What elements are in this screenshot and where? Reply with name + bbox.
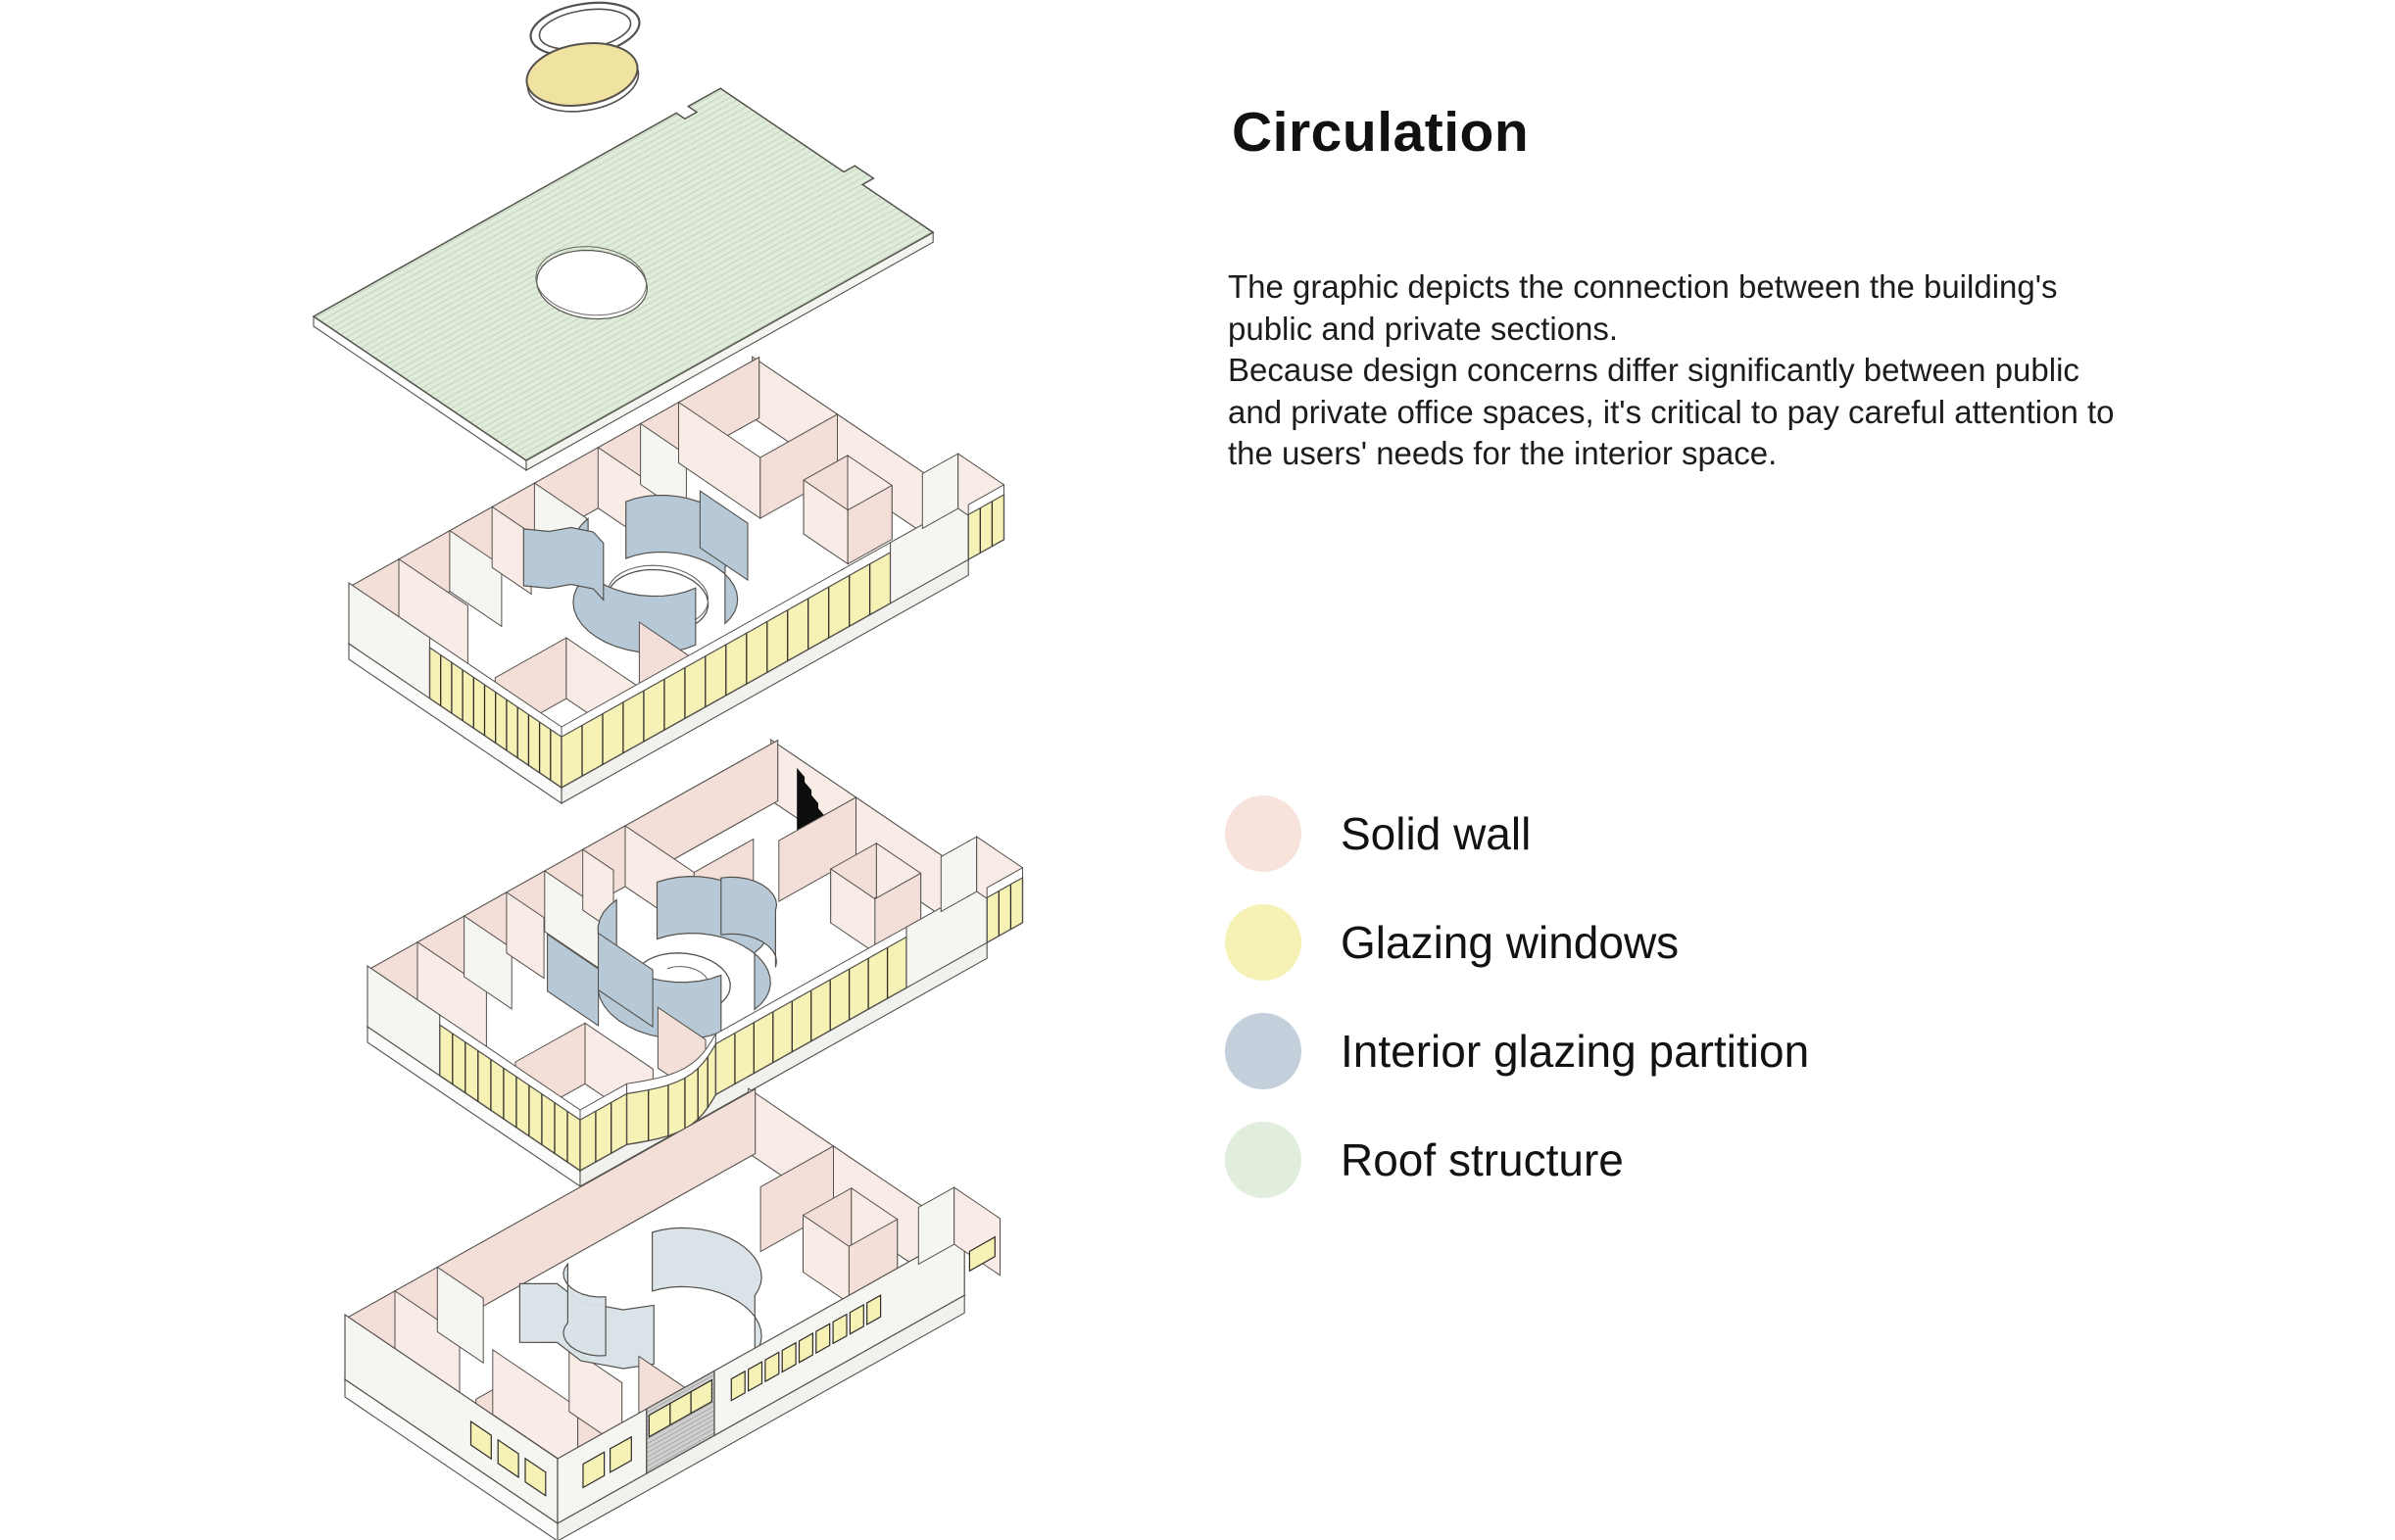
legend-swatch-glazing-windows [1225, 904, 1301, 981]
skylight-layer [525, 1, 641, 113]
legend-label-solid-wall: Solid wall [1341, 808, 1532, 859]
legend-item-interior-glazing-partition: Interior glazing partition [1225, 1013, 1809, 1089]
legend-label-roof-structure: Roof structure [1341, 1134, 1624, 1185]
roof-layer [312, 87, 935, 472]
description-line: and private office spaces, it's critical… [1228, 393, 2115, 430]
first-floor-layer [366, 739, 1024, 1188]
description-line: the users' needs for the interior space. [1228, 435, 1778, 471]
legend-item-glazing-windows: Glazing windows [1225, 904, 1679, 981]
description-line: Because design concerns differ significa… [1228, 352, 2079, 388]
legend-item-solid-wall: Solid wall [1225, 795, 1531, 872]
legend-item-roof-structure: Roof structure [1225, 1122, 1624, 1198]
legend-swatch-solid-wall [1225, 795, 1301, 872]
legend-label-interior-glazing-partition: Interior glazing partition [1341, 1026, 1810, 1077]
second-floor-layer [347, 356, 1005, 805]
page-title: Circulation [1232, 101, 1530, 164]
description-text: The graphic depicts the connection betwe… [1228, 266, 2286, 475]
description-line: public and private sections. [1228, 310, 1619, 347]
legend-swatch-interior-glazing-partition [1225, 1013, 1301, 1089]
description-line: The graphic depicts the connection betwe… [1228, 268, 2058, 305]
ground-floor-layer [343, 1087, 1001, 1540]
legend-swatch-roof-structure [1225, 1122, 1301, 1198]
legend-label-glazing-windows: Glazing windows [1341, 917, 1680, 968]
